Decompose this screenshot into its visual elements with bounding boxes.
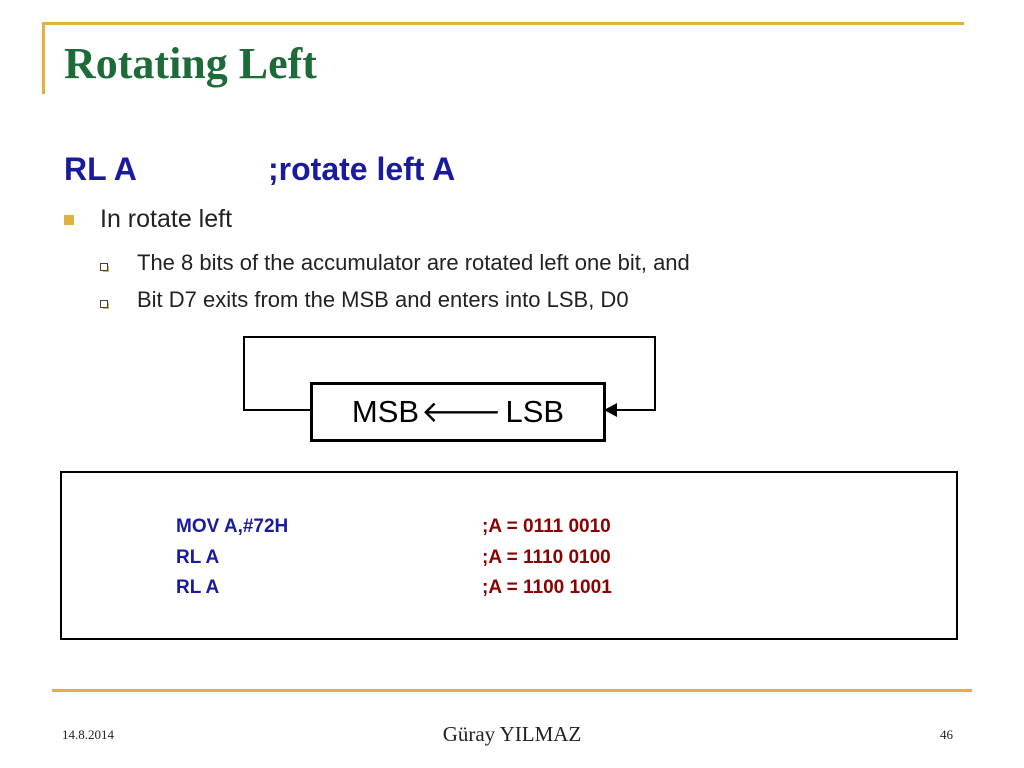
rotate-loop-line	[243, 336, 656, 411]
code-instruction: RL A	[176, 577, 220, 598]
frame-top-border	[42, 22, 964, 25]
instruction-heading: RL A	[64, 151, 137, 187]
hollow-square-bullet-icon	[100, 263, 108, 271]
code-comment: ;A = 0111 0010	[482, 516, 611, 537]
instruction-comment: ;rotate left A	[268, 151, 456, 187]
footer-divider	[52, 689, 972, 692]
hollow-square-bullet-icon	[100, 300, 108, 308]
code-instruction: RL A	[176, 547, 220, 568]
lsb-label: LSB	[505, 394, 565, 429]
code-instruction: MOV A,#72H	[176, 516, 289, 537]
code-comment: ;A = 1100 1001	[482, 577, 612, 598]
register-box: MSB 🡐 LSB	[310, 382, 606, 442]
sub-bullet-item: Bit D7 exits from the MSB and enters int…	[137, 287, 629, 312]
code-comment: ;A = 1110 0100	[482, 547, 611, 568]
footer-author: Güray YILMAZ	[442, 722, 582, 746]
msb-label: MSB	[351, 394, 420, 429]
frame-left-border	[42, 22, 45, 94]
rotate-arrowhead-icon	[604, 403, 617, 417]
footer-date: 14.8.2014	[62, 727, 114, 742]
left-arrow-icon: 🡐	[421, 396, 502, 429]
slide-title: Rotating Left	[64, 39, 317, 88]
code-example-box: MOV A,#72H ;A = 0111 0010 RL A ;A = 1110…	[60, 471, 958, 640]
bullet-item: In rotate left	[100, 205, 233, 233]
sub-bullet-item: The 8 bits of the accumulator are rotate…	[137, 250, 690, 275]
page-number: 46	[940, 727, 953, 742]
square-bullet-icon	[64, 215, 74, 225]
